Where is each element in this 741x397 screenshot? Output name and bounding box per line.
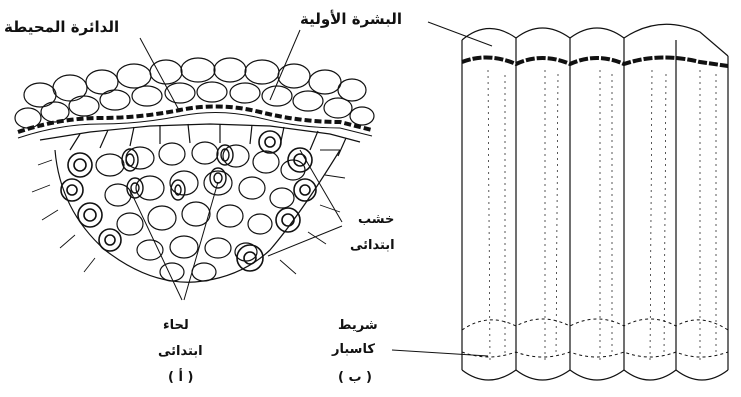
top-band	[462, 57, 728, 66]
xylem-cells	[61, 131, 316, 271]
label-primary-phloem-line1: لحاء	[163, 318, 189, 333]
label-primary-phloem-line2: ابتدائى	[158, 344, 203, 359]
panel-label-a: ( أ )	[168, 370, 193, 385]
cylinder-cells	[462, 24, 728, 380]
cell-wall-texture	[488, 70, 716, 360]
panel-label-b: ( ب )	[338, 370, 372, 385]
label-primary-epidermis: البشرة الأولية	[300, 10, 402, 28]
label-primary-xylem-line1: خشب	[358, 212, 394, 227]
label-casparian-strip-line1: شريط	[338, 318, 378, 333]
casparian-strip	[462, 319, 728, 330]
pericycle-cells	[40, 124, 360, 156]
stele-cells	[96, 142, 305, 281]
label-primary-xylem-line2: ابتدائى	[350, 238, 395, 253]
label-casparian-strip-line2: كاسبار	[332, 342, 375, 357]
cross-section	[15, 58, 374, 282]
leader-lines-right	[392, 22, 492, 356]
label-pericycle: الدائرة المحيطة	[4, 18, 119, 36]
cortex-cells	[15, 58, 374, 128]
